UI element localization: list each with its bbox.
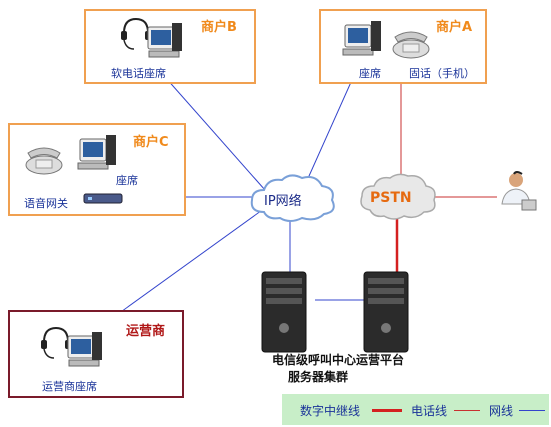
operator-title: 运营商 (126, 324, 166, 339)
legend-phone-line-swatch (454, 410, 480, 411)
legend-digital-trunk-swatch (372, 409, 402, 412)
headset-computer-icon (41, 326, 102, 367)
operator-seat-label: 运营商座席 (42, 380, 97, 393)
gateway-device-icon (83, 193, 123, 204)
server-icon (261, 271, 307, 353)
telephone-icon (392, 31, 430, 59)
telephone-icon (25, 147, 63, 175)
voice-gateway-label: 语音网关 (24, 197, 68, 210)
customer-person-icon (501, 171, 537, 211)
seat-label-c: 座席 (116, 174, 138, 187)
legend-phone-line-label: 电话线 (411, 404, 448, 418)
merchant-c-box: 商户C 座席 语音网关 (8, 123, 186, 216)
merchant-b-title: 商户B (201, 20, 237, 35)
server-cluster-title: 电信级呼叫中心运营平台 服务器集群 (243, 351, 433, 385)
server-cluster-line2: 服务器集群 (287, 370, 348, 384)
legend-network-line-swatch (519, 410, 545, 411)
server-cluster-line1: 电信级呼叫中心运营平台 (271, 353, 404, 367)
headset-computer-icon (121, 17, 182, 58)
seat-computer-icon (342, 21, 381, 56)
operator-box: 运营商 运营商座席 (8, 310, 184, 398)
legend-digital-trunk-label: 数字中继线 (300, 404, 361, 418)
ip-network-label: IP网络 (264, 194, 302, 209)
merchant-a-title: 商户A (436, 20, 473, 35)
pstn-cloud (360, 173, 436, 220)
seat-label-a: 座席 (359, 67, 381, 80)
legend: 数字中继线 电话线 网线 (282, 394, 549, 425)
merchant-b-box: 商户B 软电话座席 (84, 9, 256, 84)
softphone-seat-label: 软电话座席 (111, 67, 166, 80)
seat-computer-icon (77, 135, 116, 170)
merchant-a-box: 商户A 座席 固话（手机） (319, 9, 487, 84)
merchant-c-title: 商户C (133, 135, 169, 150)
legend-network-line-label: 网线 (489, 404, 514, 418)
fixed-phone-label: 固话（手机） (409, 67, 475, 80)
server-icon (363, 271, 409, 353)
ip-network-cloud (250, 174, 335, 222)
pstn-label: PSTN (370, 190, 412, 206)
